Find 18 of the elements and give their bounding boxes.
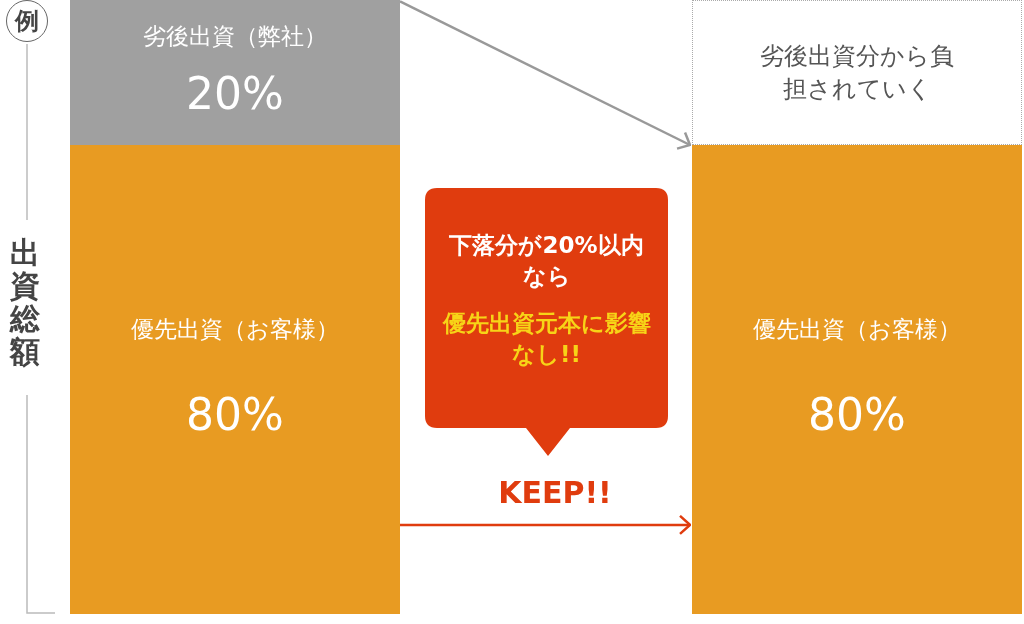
condition-text: 下落分が20%以内なら: [448, 231, 645, 292]
share-label: 優先出資（お客様）: [753, 315, 961, 345]
speech-bubble: [425, 188, 668, 456]
absorbed-loss-box: [692, 0, 1022, 145]
percentage-value: 20%: [186, 67, 284, 122]
condition-text: 劣後出資分から負担されていく: [759, 41, 955, 105]
percentage-value: 80%: [808, 388, 906, 443]
subordinate-share-bar: [70, 0, 400, 145]
percentage-value: 80%: [186, 388, 284, 443]
arrow: [400, 514, 692, 536]
axis-label: 出資総額: [10, 236, 40, 368]
senior-share-bar: [70, 145, 400, 614]
share-label: 劣後出資（弊社）: [143, 22, 327, 52]
share-label: 優先出資（お客様）: [131, 315, 339, 345]
circled-example-label: 例: [6, 0, 48, 42]
note-text: 優先出資元本に影響なし!!: [441, 309, 652, 370]
arrow: [399, 0, 692, 150]
senior-share-bar: [692, 145, 1022, 614]
